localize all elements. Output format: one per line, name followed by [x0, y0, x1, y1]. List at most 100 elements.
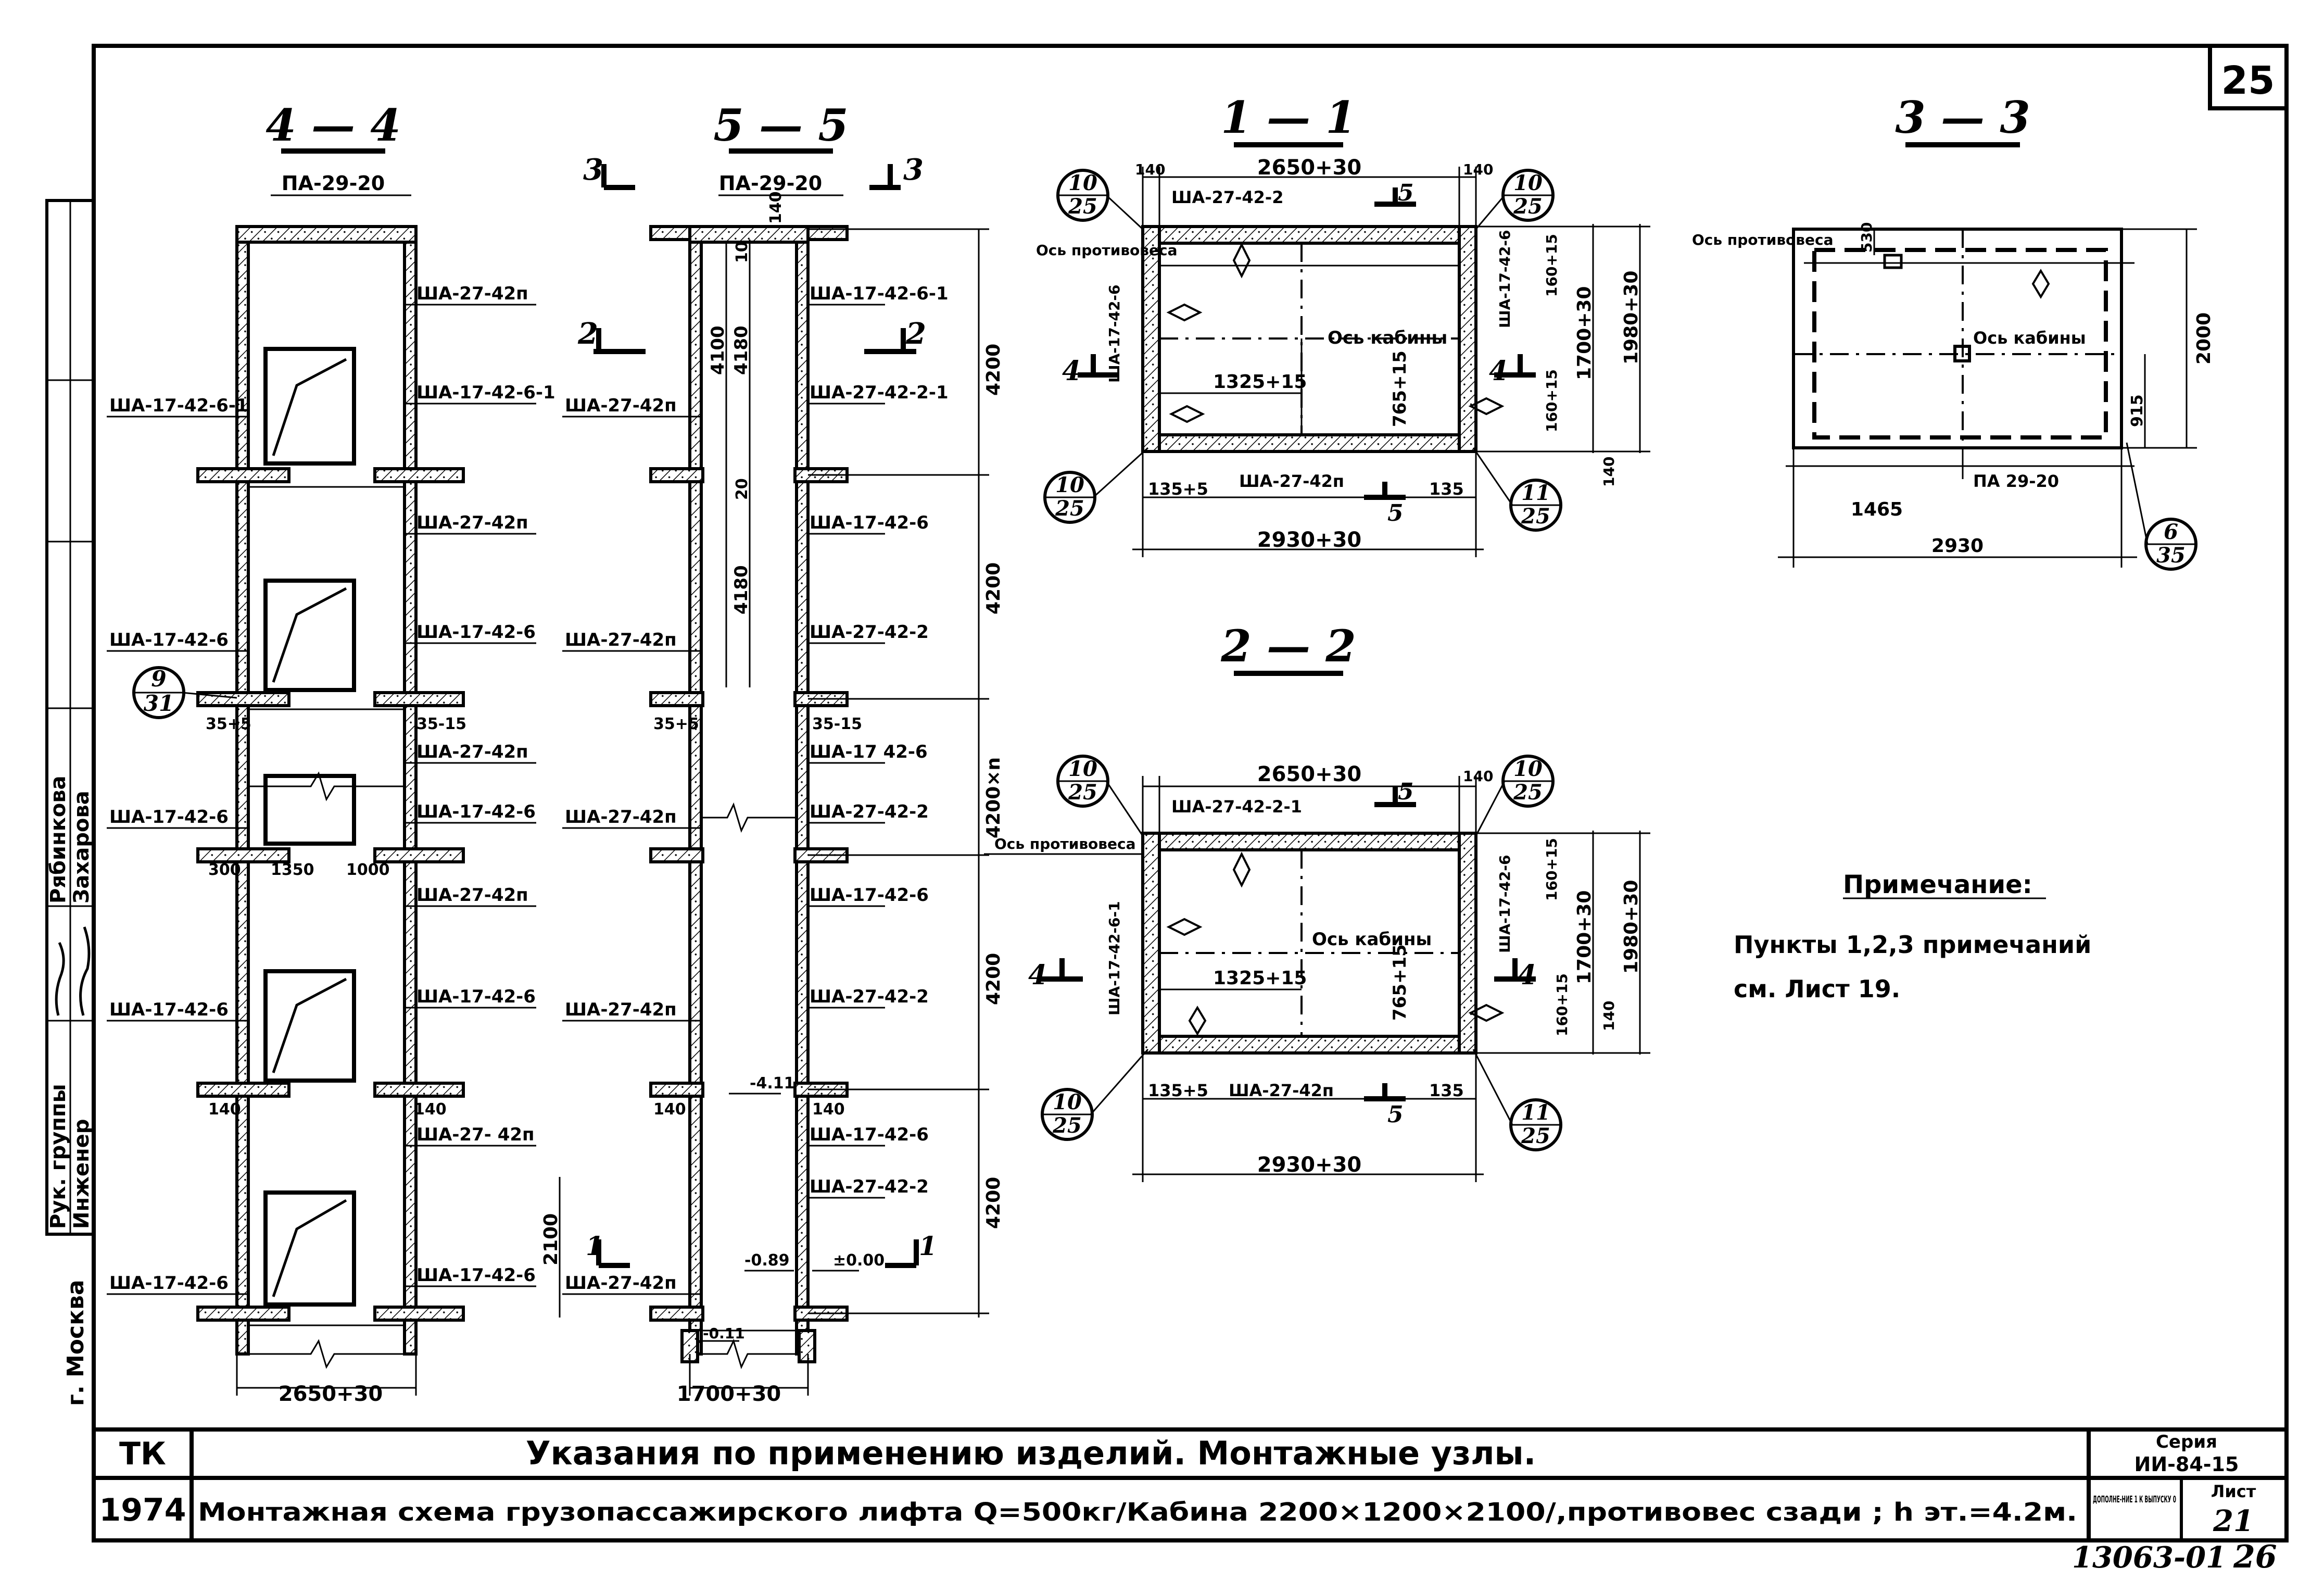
s44-left-label-1: ША-17-42-6-1: [109, 395, 248, 416]
side-name-2: Захарова: [70, 791, 94, 904]
s55-dim-4100: 4100: [708, 325, 728, 375]
s55-dim-4180b: 4180: [731, 565, 752, 614]
s22-dim-140b: 140: [1600, 1001, 1618, 1031]
s11-label-right: ША-17-42-6: [1496, 230, 1513, 328]
s55-left-label-1: ША-27-42п: [565, 395, 677, 416]
s11-callout-1-num: 10: [1068, 171, 1097, 195]
s22-dim-160b: 160+15: [1553, 973, 1571, 1036]
s55-dim-10: 10: [733, 241, 751, 263]
note-line-2: см. Лист 19.: [1734, 975, 1900, 1003]
s55-right-label-6: ША-27-42-2: [810, 801, 929, 822]
s55-right-label-7: ША-17-42-6: [810, 885, 929, 906]
title-code: ТК: [119, 1436, 166, 1472]
s55-cut-mid2: 2: [905, 317, 926, 351]
s44-dim-140a: 140: [208, 1100, 241, 1119]
s33-label: ПА 29-20: [1973, 471, 2059, 491]
s44-left-label-4: ША-17-42-6: [109, 999, 229, 1020]
s22-inner-765: 765+15: [1390, 944, 1410, 1021]
section-2-2: 2 — 2: [984, 620, 1650, 1182]
note-title: Примечание:: [1843, 870, 2032, 899]
s55-left-label-2: ША-27-42п: [565, 630, 677, 650]
s44-left-label-3: ША-17-42-6: [109, 807, 229, 827]
sheet-number: 25: [2221, 58, 2275, 103]
s55-left-label-4: ША-27-42п: [565, 999, 677, 1020]
side-name-1: Рябинкова: [46, 775, 70, 904]
s55-cut-left: 3: [583, 153, 603, 187]
section-5-5-title: 5 — 5: [713, 99, 848, 151]
s11-dim-1980: 1980+30: [1621, 271, 1642, 365]
side-block: [45, 199, 95, 1236]
s11-cut-2: 5: [1387, 500, 1404, 526]
s22-axis-cab: Ось кабины: [1312, 929, 1432, 950]
s11-callout-1-den: 25: [1068, 194, 1097, 219]
s22-label-bottom: ША-27-42п: [1229, 1081, 1334, 1100]
s55-level-089: -0.89: [744, 1251, 789, 1270]
section-5-5: 5 — 5 ПА-29-20 3 3 2 2: [559, 99, 989, 1396]
stamp-number: 13063-01: [2072, 1540, 2226, 1575]
s22-inner-135a: 135+5: [1148, 1081, 1208, 1100]
sheet-value: 21: [2213, 1504, 2254, 1538]
s22-callout-2-num: 10: [1513, 757, 1543, 781]
s11-cut-1: 5: [1398, 180, 1414, 206]
s22-label-left: ША-17-42-6-1: [1106, 901, 1123, 1015]
s11-dim-140l: 140: [1135, 161, 1165, 178]
s22-callout-1-den: 25: [1068, 780, 1097, 805]
s44-right-label-9: ША-27- 42п: [416, 1124, 535, 1145]
s55-right-dim-3: 4200×n: [983, 757, 1004, 838]
s55-bottom-dim: 1700+30: [677, 1382, 781, 1406]
s11-dim-140r: 140: [1463, 161, 1493, 178]
s55-right-dim-2: 4200: [983, 562, 1004, 614]
s11-inner-1325: 1325+15: [1213, 371, 1307, 393]
s44-right-label-10: ША-17-42-6: [416, 1265, 536, 1286]
s22-inner-1325: 1325+15: [1213, 968, 1307, 989]
s55-top-label: ПА-29-20: [719, 172, 823, 195]
s11-top-dim: 2650+30: [1257, 156, 1362, 180]
s22-callout-1-num: 10: [1068, 757, 1097, 781]
s55-right-dim-4: 4200: [983, 953, 1004, 1005]
s44-right-label-1: ША-27-42п: [416, 283, 528, 304]
page-number: 26: [2233, 1539, 2277, 1575]
side-role-2: Инженер: [70, 1119, 94, 1229]
s44-right-label-3: ША-27-42п: [416, 512, 528, 533]
s11-dim-1700: 1700+30: [1574, 286, 1595, 380]
s33-axis-cw: Ось противовеса: [1692, 231, 1833, 248]
s22-cut-4: 4: [1518, 959, 1536, 991]
title-year: 1974: [99, 1492, 186, 1528]
s44-dim-35b: 35-15: [416, 715, 466, 733]
s11-bottom-dim: 2930+30: [1257, 528, 1362, 552]
s22-callout-4-den: 25: [1521, 1124, 1550, 1148]
s22-callout-3-den: 25: [1052, 1113, 1082, 1138]
s33-dim-1465: 1465: [1851, 499, 1903, 520]
s55-dim-35b: 35-15: [812, 715, 862, 733]
s11-inner-135a: 135+5: [1148, 479, 1208, 499]
s22-axis-cw: Ось противовеса: [994, 835, 1135, 852]
note-line-1: Пункты 1,2,3 примечаний: [1734, 931, 2091, 959]
s11-cut-3: 4: [1062, 355, 1081, 387]
s22-dim-140: 140: [1463, 768, 1493, 785]
s11-cut-4: 4: [1489, 355, 1508, 387]
s44-right-label-7: ША-27-42п: [416, 885, 528, 906]
s44-dim-1000: 1000: [346, 861, 390, 879]
s44-right-label-8: ША-17-42-6: [416, 986, 536, 1007]
s22-dim-160a: 160+15: [1543, 838, 1560, 901]
s55-right-label-2: ША-27-42-2-1: [810, 382, 949, 403]
s55-dim-140b: 140: [812, 1100, 845, 1119]
section-3-3: 3 — 3: [1778, 92, 2197, 571]
s33-dim-2930: 2930: [1931, 535, 1984, 557]
s22-label-right: ША-17-42-6: [1496, 855, 1513, 953]
s11-label-bottom: ША-27-42п: [1239, 471, 1344, 491]
s33-dim-530: 530: [1858, 222, 1875, 253]
s11-dim-160b: 160+15: [1543, 369, 1560, 432]
s44-callout-den: 31: [144, 691, 174, 716]
s44-dim-140b: 140: [414, 1100, 447, 1119]
s55-dim-140a: 140: [653, 1100, 686, 1119]
s55-right-label-1: ША-17-42-6-1: [810, 283, 949, 304]
s44-right-label-5: ША-27-42п: [416, 742, 528, 762]
s55-right-dim-5: 4200: [983, 1177, 1004, 1229]
s22-top-dim: 2650+30: [1257, 762, 1362, 786]
s22-callout-3-num: 10: [1053, 1090, 1082, 1114]
s55-cut-mid: 2: [577, 317, 598, 351]
side-role-1: Рук. группы: [46, 1084, 70, 1229]
s55-level-000: ±0.00: [833, 1251, 885, 1270]
s44-dim-1350: 1350: [271, 861, 314, 879]
